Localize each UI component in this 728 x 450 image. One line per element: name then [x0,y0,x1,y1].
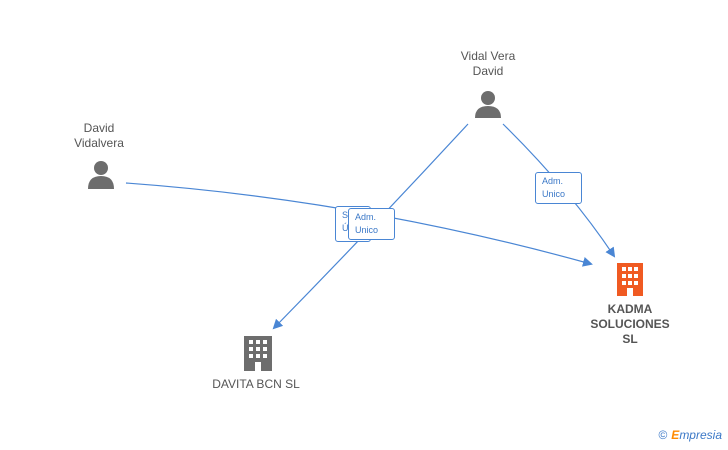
edge-role-label: Adm. Unico [535,172,582,204]
brand-name: mpresia [679,428,722,442]
person-name-label[interactable]: David Vidalvera [74,121,124,150]
building-icon[interactable] [617,263,643,296]
edge-role-label: Adm. Unico [348,208,395,240]
company-name-label[interactable]: KADMA SOLUCIONES SL [590,302,670,346]
building-icon[interactable] [244,336,272,371]
copyright-symbol: © [658,428,668,442]
person-name-label[interactable]: Vidal Vera David [460,49,516,78]
empresia-logo: ©Empresia [658,428,722,442]
brand-initial: E [671,428,680,442]
person-icon[interactable] [475,91,501,118]
person-icon[interactable] [88,161,114,189]
company-name-label[interactable]: DAVITA BCN SL [212,377,300,391]
